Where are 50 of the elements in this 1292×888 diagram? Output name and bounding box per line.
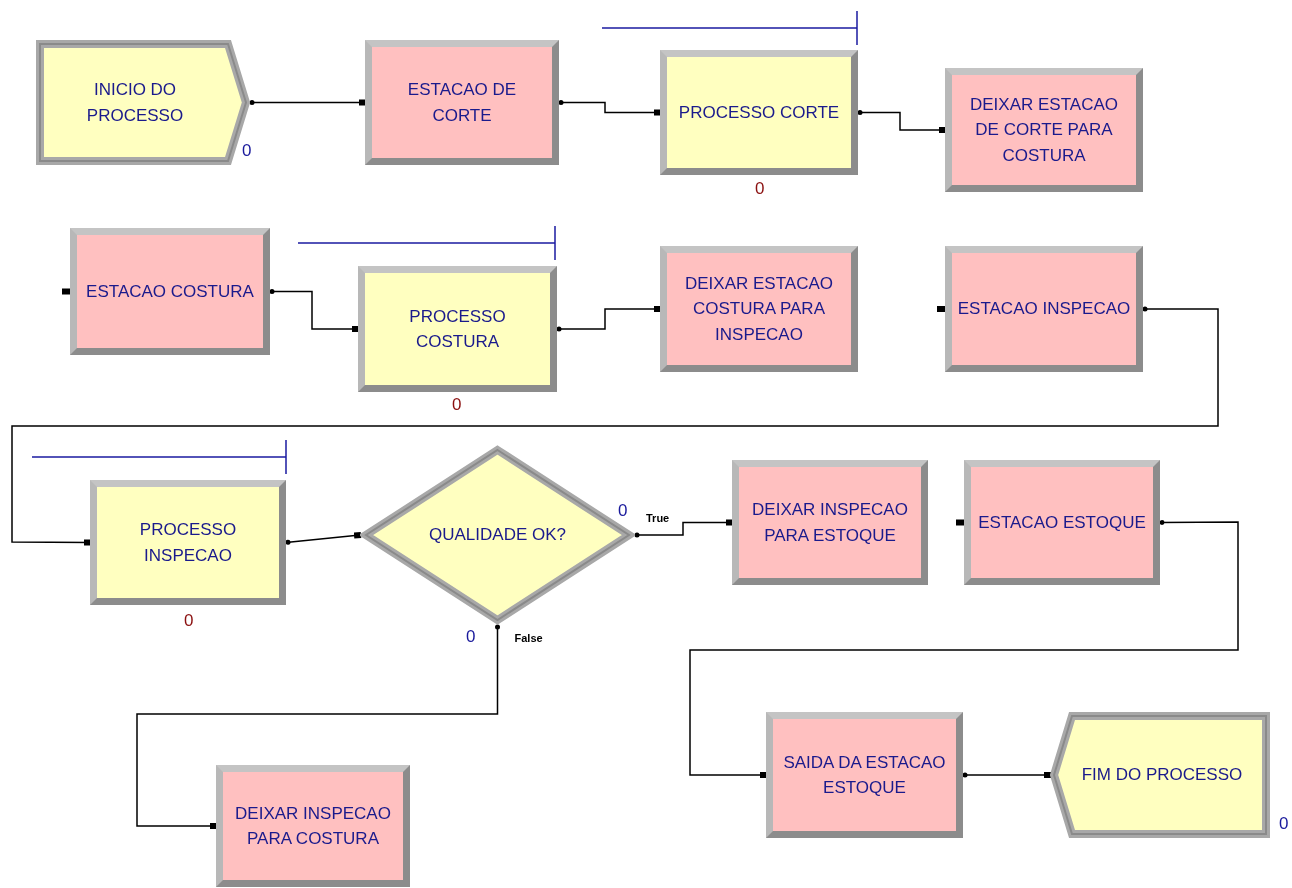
node-label: DEIXAR ESTACAO DE CORTE PARA COSTURA — [969, 93, 1119, 167]
decision-diamond — [360, 445, 635, 625]
node-label: INICIO DO PROCESSO — [85, 79, 185, 127]
node-label: ESTACAO DE CORTE — [406, 79, 518, 127]
counter-label: 0 — [1279, 815, 1289, 832]
counter-label: 0 — [452, 396, 462, 413]
node-label: QUALIDADE OK? — [429, 524, 566, 547]
connector — [269, 289, 359, 332]
connector — [11, 306, 1219, 546]
node-label: DEIXAR ESTACAO COSTURA PARA INSPECAO — [684, 272, 834, 346]
connector — [857, 110, 946, 133]
connector — [634, 519, 733, 538]
node-label: PROCESSO COSTURA — [408, 305, 507, 353]
connector — [962, 772, 1051, 778]
node-label: DEIXAR INSPECAO PARA ESTOQUE — [751, 499, 909, 547]
counter-label: 0 — [755, 180, 765, 197]
process-box — [945, 68, 1143, 192]
connector — [285, 531, 362, 545]
node-label: PROCESSO INSPECAO — [138, 519, 238, 567]
connector — [249, 99, 366, 106]
counter-label: 0 — [242, 142, 252, 159]
node-label: ESTACAO ESTOQUE — [978, 511, 1146, 534]
process-box — [964, 460, 1160, 585]
counter-label: 0 — [466, 628, 476, 645]
connector — [689, 520, 1239, 778]
process-box — [660, 246, 858, 372]
process-box — [766, 712, 963, 838]
connector — [556, 306, 661, 332]
counter-label: 0 — [618, 502, 628, 519]
counter-label: 0 — [184, 612, 194, 629]
edge-label: False — [513, 633, 544, 644]
node-label: FIM DO PROCESSO — [1081, 764, 1243, 787]
node-label: PROCESSO CORTE — [678, 101, 840, 124]
process-box — [660, 50, 858, 175]
dispose-block — [1050, 712, 1270, 838]
process-box — [732, 460, 928, 585]
process-box — [216, 765, 410, 887]
process-box — [90, 480, 286, 605]
node-label: SAIDA DA ESTACAO ESTOQUE — [782, 751, 947, 799]
node-label: ESTACAO COSTURA — [86, 280, 254, 303]
process-box — [70, 228, 270, 355]
connector — [136, 624, 500, 829]
create-block — [36, 40, 250, 165]
edge-label: True — [645, 513, 671, 524]
process-box — [358, 266, 557, 392]
node-label: DEIXAR INSPECAO PARA COSTURA — [234, 802, 392, 850]
process-box — [365, 40, 559, 165]
process-box — [945, 246, 1143, 372]
node-label: ESTACAO INSPECAO — [957, 298, 1131, 321]
connector — [558, 100, 661, 116]
